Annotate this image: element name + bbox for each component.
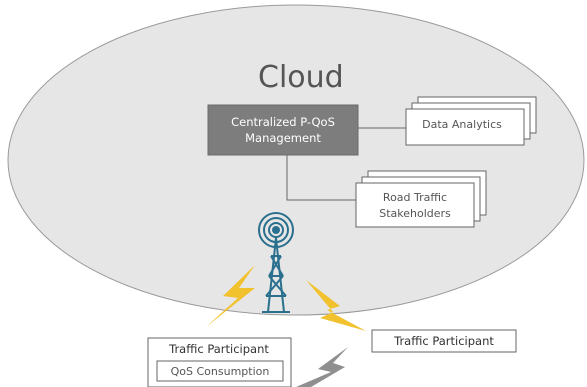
traffic-participant-right: Traffic Participant (371, 329, 517, 353)
cloud-title: Cloud (258, 60, 344, 95)
traffic-participant-right-label: Traffic Participant (393, 334, 494, 348)
connector-management-stakeholders (286, 155, 356, 201)
traffic-participant-left-label: Traffic Participant (168, 342, 269, 356)
data-analytics-label: Data Analytics (422, 118, 502, 131)
lightning-bolt-icon-bottom (296, 347, 348, 387)
cloud-ellipse (7, 4, 585, 316)
data-analytics-stack: Data Analytics (405, 96, 537, 146)
management-box: Centralized P-QoS Management (207, 104, 359, 156)
qos-consumption-box (156, 360, 284, 382)
stakeholders-stack: Road Traffic Stakeholders (355, 170, 487, 228)
lightning-bolt-icon-right (306, 280, 366, 331)
cell-tower-icon (258, 212, 294, 313)
stakeholders-label-line2: Stakeholders (379, 207, 451, 220)
lightning-bolt-icon-left (206, 265, 255, 327)
qos-consumption-label: QoS Consumption (171, 365, 270, 378)
management-label-line1: Centralized P-QoS (231, 115, 335, 129)
stakeholders-label-line1: Road Traffic (383, 191, 447, 204)
traffic-participant-left: Traffic Participant QoS Consumption (147, 337, 292, 387)
management-label-line2: Management (245, 131, 321, 145)
